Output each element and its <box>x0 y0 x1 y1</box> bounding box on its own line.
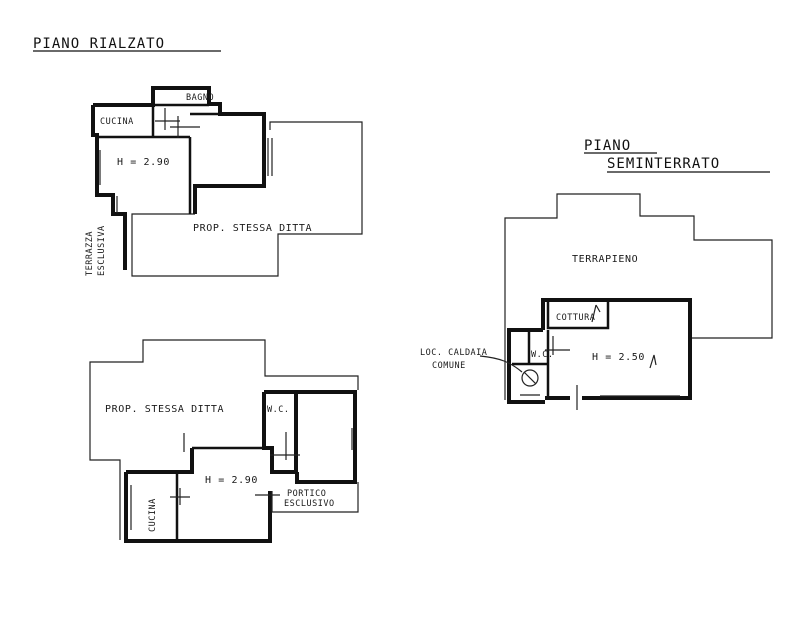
plan-rialzato-upper: BAGNO CUCINA H = 2.90 PROP. STESSA DITTA… <box>85 86 363 277</box>
plan-rialzato-lower: PROP. STESSA DITTA W.C. H = 2.90 CUCINA … <box>89 339 359 543</box>
neighbour-outline <box>89 339 359 472</box>
terrapieno-label: TERRAPIENO <box>572 254 638 265</box>
title-piano-rialzato: PIANO RIALZATO <box>33 36 165 52</box>
title-seminterrato: SEMINTERRATO <box>607 156 720 172</box>
height-label: H = 2.90 <box>205 475 258 486</box>
arrow-icon <box>649 354 657 369</box>
room-label-wc: W.C. <box>531 350 553 360</box>
room-label-cucina: CUCINA <box>148 498 158 532</box>
title-piano-label: PIANO <box>584 138 631 154</box>
terrazza-label: TERRAZZA <box>85 231 95 276</box>
outer-wall <box>91 105 127 270</box>
portico-outline <box>271 482 359 513</box>
height-label: H = 2.90 <box>117 157 170 168</box>
comune-label: COMUNE <box>432 361 466 371</box>
esclusiva-label: ESCLUSIVA <box>97 225 107 276</box>
terrapieno-outline <box>504 193 773 400</box>
leader-line <box>479 355 523 373</box>
outer-wall <box>262 390 357 484</box>
room-label-wc: W.C. <box>267 405 289 415</box>
prop-label: PROP. STESSA DITTA <box>105 404 224 415</box>
boiler-icon <box>523 371 537 385</box>
arrow-icon <box>591 304 601 323</box>
neighbour-outline <box>131 121 363 277</box>
room-label-cucina: CUCINA <box>100 117 134 127</box>
plan-seminterrato: TERRAPIENO COTTURA H = 2.50 W.C. LOC. CA… <box>420 193 773 410</box>
portico-label: PORTICO <box>287 489 326 499</box>
room-label-cottura: COTTURA <box>556 313 595 323</box>
outer-wall <box>124 472 272 543</box>
outer-wall <box>126 448 194 474</box>
partition-wall <box>546 300 610 330</box>
room-label-bagno: BAGNO <box>186 93 214 103</box>
outer-wall <box>93 86 266 214</box>
outer-wall <box>541 298 692 400</box>
caldaia-label: LOC. CALDAIA <box>420 348 487 358</box>
outer-wall <box>507 328 545 404</box>
prop-label: PROP. STESSA DITTA <box>193 223 312 234</box>
height-label: H = 2.50 <box>592 352 645 363</box>
boiler-icon <box>521 369 539 387</box>
esclusivo-label: ESCLUSIVO <box>284 499 335 509</box>
